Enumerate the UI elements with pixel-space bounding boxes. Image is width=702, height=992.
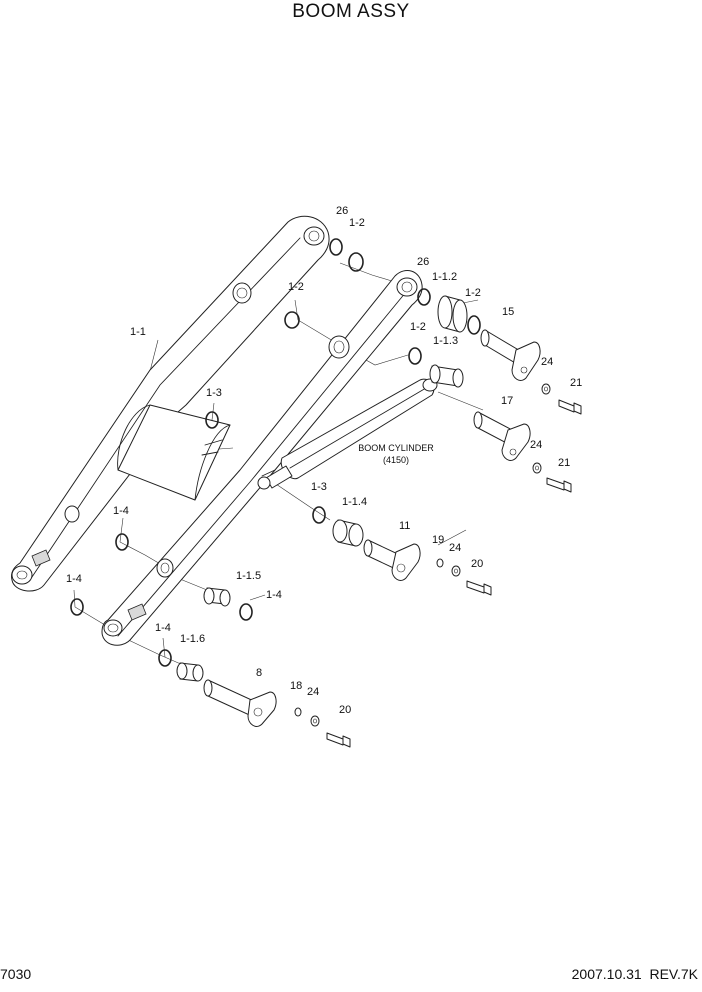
callout-1-2-d: 1-2 — [410, 321, 426, 333]
page-title: BOOM ASSY — [292, 1, 409, 22]
callout-26-b: 26 — [417, 256, 429, 268]
revision-date: 2007.10.31 REV.7K — [572, 966, 699, 982]
callout-20-a: 20 — [471, 558, 483, 570]
callout-21-a: 21 — [570, 377, 582, 389]
bushings — [176, 295, 468, 682]
callout-1-1.3: 1-1.3 — [433, 335, 458, 347]
callout-24-d: 24 — [307, 686, 319, 698]
boom-arm-front — [101, 270, 423, 646]
callout-1-4-d: 1-4 — [155, 622, 171, 634]
boom-arm-rear — [11, 215, 330, 592]
callout-1-4-a: 1-4 — [113, 505, 129, 517]
callout-1-1.2: 1-1.2 — [432, 271, 457, 283]
bolts — [326, 399, 582, 748]
washers — [294, 383, 551, 727]
callout-26-a: 26 — [336, 205, 348, 217]
callout-15: 15 — [502, 306, 514, 318]
callout-1-1.6: 1-1.6 — [180, 633, 205, 645]
callout-8: 8 — [256, 667, 262, 679]
seal-rings — [70, 238, 481, 667]
callout-20-b: 20 — [339, 704, 351, 716]
callouts: 26 1-2 26 1-1.2 1-2 15 1-2 1-2 1-1.3 1-1… — [66, 205, 582, 716]
boom-cross-tube — [117, 404, 231, 501]
callout-1-2-c: 1-2 — [288, 281, 304, 293]
page-number: 7030 — [0, 966, 31, 982]
pins — [203, 329, 541, 727]
callout-1-2-b: 1-2 — [465, 287, 481, 299]
callout-1-1.5: 1-1.5 — [236, 570, 261, 582]
boom-cylinder-code: (4150) — [383, 455, 409, 465]
callout-1-2-a: 1-2 — [349, 217, 365, 229]
callout-18: 18 — [290, 680, 302, 692]
boom-cylinder: BOOM CYLINDER (4150) — [257, 378, 438, 490]
boom-cylinder-label: BOOM CYLINDER — [358, 443, 434, 453]
callout-21-b: 21 — [558, 457, 570, 469]
callout-1-1.4: 1-1.4 — [342, 496, 367, 508]
callout-1-4-b: 1-4 — [66, 573, 82, 585]
callout-1-3-b: 1-3 — [311, 481, 327, 493]
callout-24-c: 24 — [449, 542, 461, 554]
callout-19: 19 — [432, 534, 444, 546]
callout-17: 17 — [501, 395, 513, 407]
callout-11: 11 — [399, 520, 410, 532]
callout-24-a: 24 — [541, 356, 553, 368]
callout-24-b: 24 — [530, 439, 542, 451]
callout-1-1: 1-1 — [130, 326, 146, 338]
callout-1-3-a: 1-3 — [206, 387, 222, 399]
callout-1-4-c: 1-4 — [266, 589, 282, 601]
